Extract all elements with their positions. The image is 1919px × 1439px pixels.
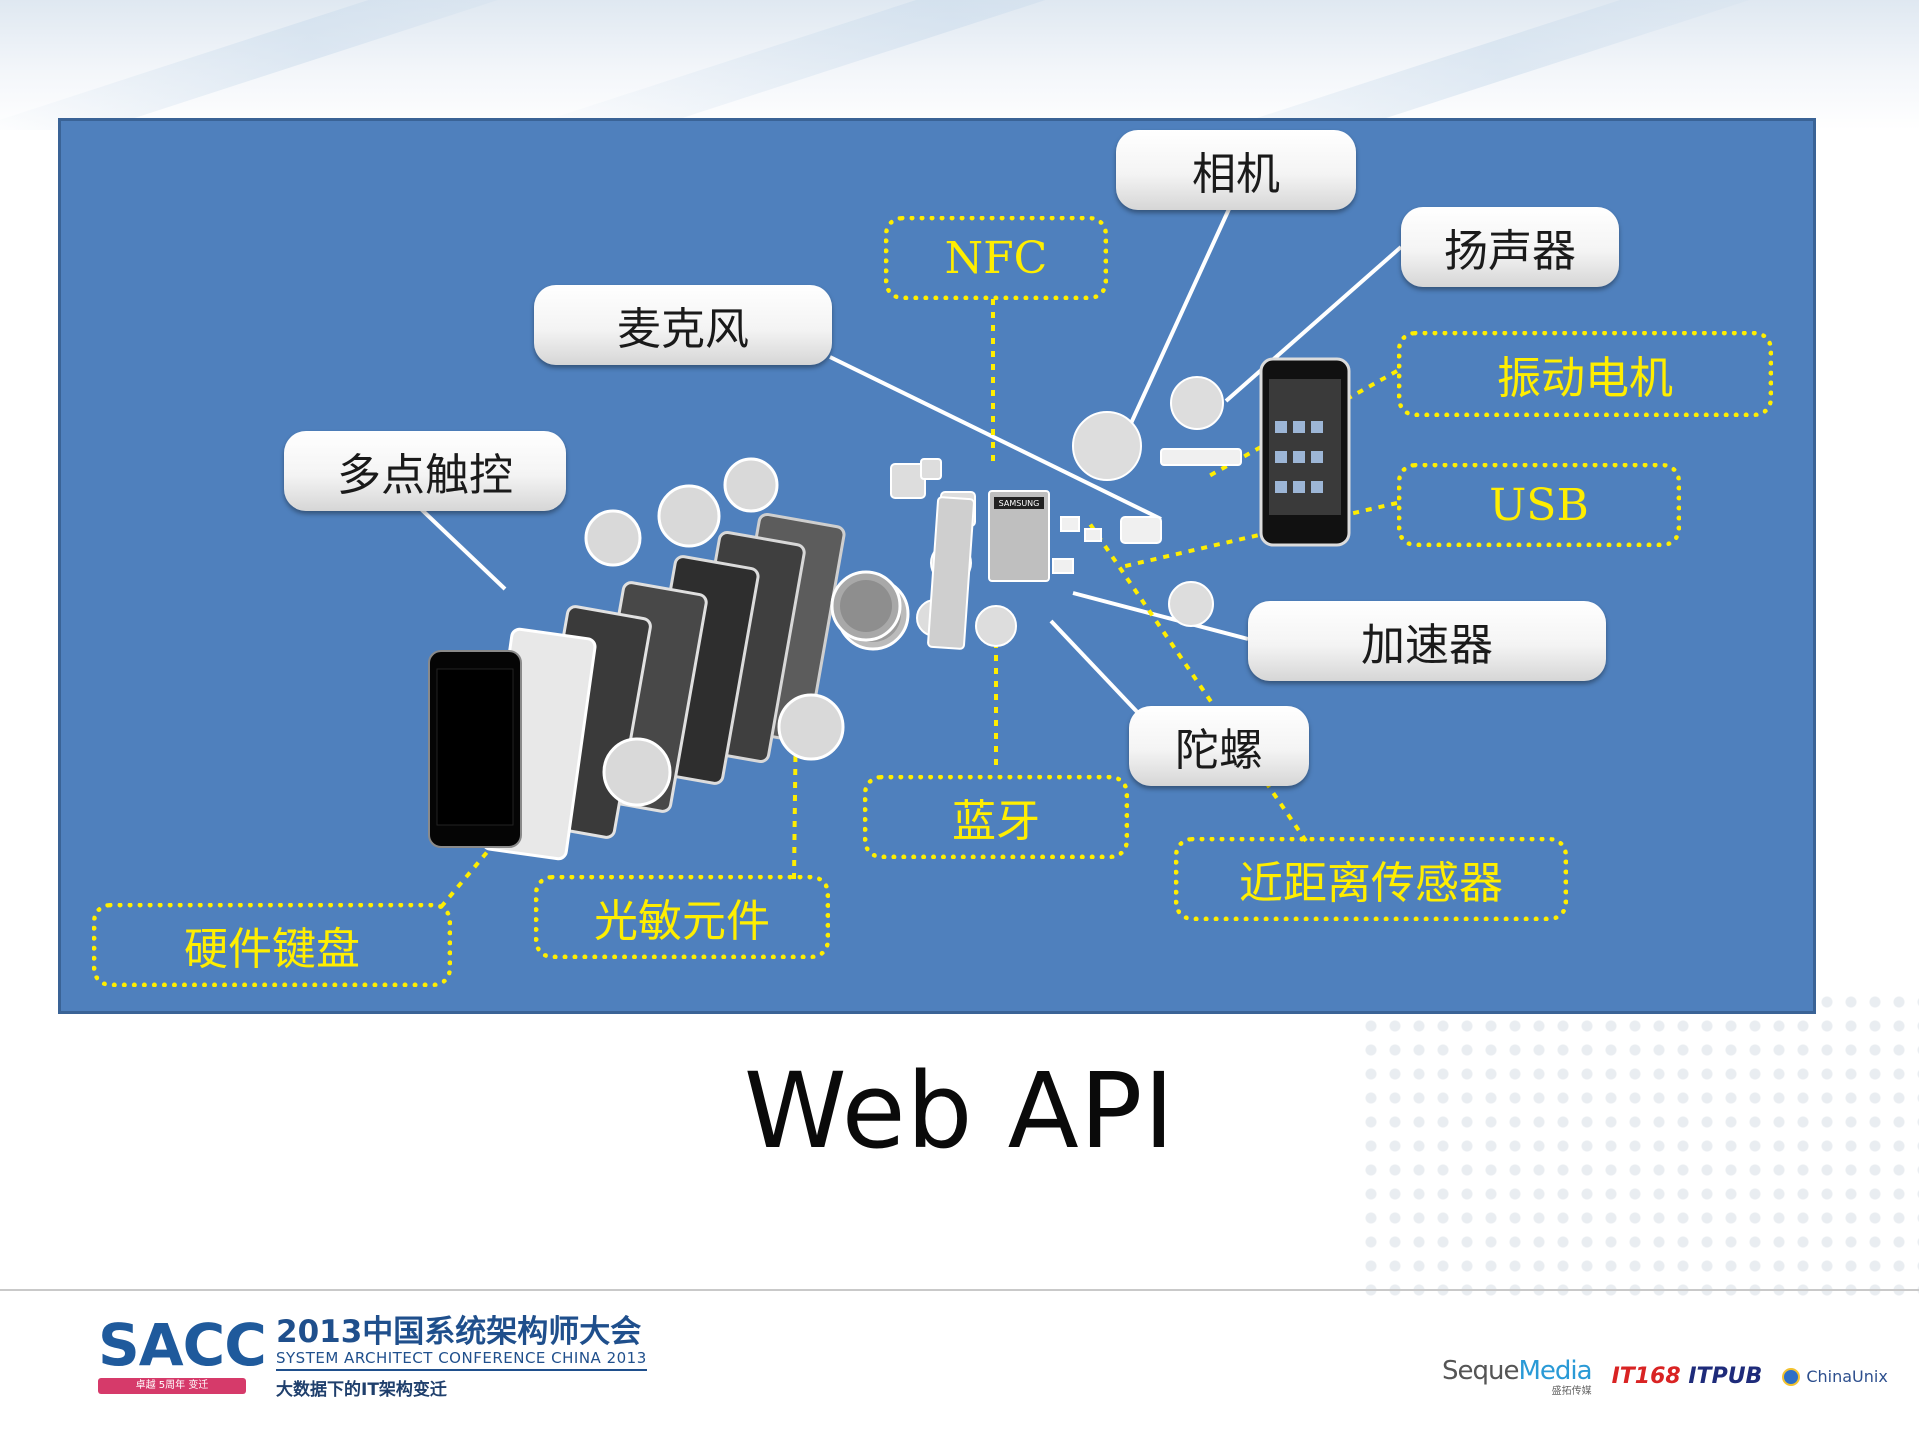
- callout-light-sensor: 光敏元件: [534, 875, 830, 959]
- line-microphone: [829, 355, 1162, 521]
- callout-hardware-keyboard: 硬件键盘: [92, 903, 452, 987]
- footer-divider: [0, 1289, 1919, 1291]
- chinaunix-logo: ChinaUnix: [1782, 1367, 1888, 1386]
- background-streak: [1113, 0, 1887, 130]
- line-light: [792, 708, 798, 880]
- conference-title: 2013中国系统架构师大会: [276, 1314, 642, 1350]
- hardware-diagram-panel: SAMSUNG: [58, 118, 1816, 1014]
- line-accelerometer: [1072, 591, 1249, 641]
- chinaunix-text: ChinaUnix: [1806, 1367, 1888, 1386]
- callout-camera: 相机: [1116, 130, 1356, 210]
- line-speaker: [1224, 245, 1403, 403]
- it168-text: IT168: [1611, 1364, 1681, 1389]
- line-usb: [1120, 501, 1398, 569]
- seque-media-logo: SequeMedia 盛拓传媒: [1442, 1356, 1593, 1397]
- conference-branding: 2013中国系统架构师大会 SYSTEM ARCHITECT CONFERENC…: [276, 1316, 647, 1400]
- itpub-text: ITPUB: [1688, 1364, 1763, 1389]
- media-text: Media: [1518, 1356, 1592, 1386]
- conference-theme: 大数据下的IT架构变迁: [276, 1379, 447, 1400]
- line-gyroscope: [1049, 619, 1143, 718]
- speaker-grill: [830, 570, 902, 642]
- seque-text: Seque: [1442, 1356, 1519, 1386]
- sacc-tagline: 卓越 5周年 变迁: [98, 1378, 246, 1394]
- line-multitouch: [419, 507, 507, 591]
- callout-nfc: NFC: [884, 216, 1108, 300]
- background-streak: [515, 0, 1385, 130]
- battery: [988, 490, 1050, 582]
- it168-itpub-logo: IT168 ITPUB: [1612, 1364, 1763, 1389]
- callout-microphone: 麦克风: [534, 285, 832, 365]
- frame-layers: [481, 512, 846, 861]
- battery-brand-label: SAMSUNG: [999, 499, 1040, 508]
- callout-gyroscope: 陀螺: [1129, 706, 1309, 786]
- callout-usb: USB: [1397, 463, 1681, 547]
- callout-bluetooth: 蓝牙: [863, 775, 1129, 859]
- phone-exploded-illustration: SAMSUNG: [428, 357, 1351, 861]
- sponsor-logos: SequeMedia 盛拓传媒 IT168 ITPUB ChinaUnix: [1442, 1356, 1888, 1397]
- callout-multitouch: 多点触控: [284, 431, 566, 511]
- background-dots: [1359, 990, 1919, 1300]
- seque-media-cn: 盛拓传媒: [1551, 1386, 1592, 1397]
- callout-speaker: 扬声器: [1401, 207, 1619, 287]
- sacc-logo: SACC 卓越 5周年 变迁: [98, 1311, 267, 1394]
- sacc-logo-text: SACC: [98, 1311, 267, 1379]
- slide-title: Web API: [743, 1050, 1176, 1172]
- chinaunix-icon: [1782, 1367, 1801, 1386]
- background-streak: [0, 0, 650, 130]
- callout-vibration-motor: 振动电机: [1397, 331, 1773, 417]
- callout-accelerometer: 加速器: [1248, 601, 1606, 681]
- conference-subtitle: SYSTEM ARCHITECT CONFERENCE CHINA 2013: [276, 1349, 647, 1371]
- line-keyboard: [439, 824, 511, 909]
- background-header: [0, 0, 1919, 130]
- callout-proximity-sensor: 近距离传感器: [1174, 837, 1568, 921]
